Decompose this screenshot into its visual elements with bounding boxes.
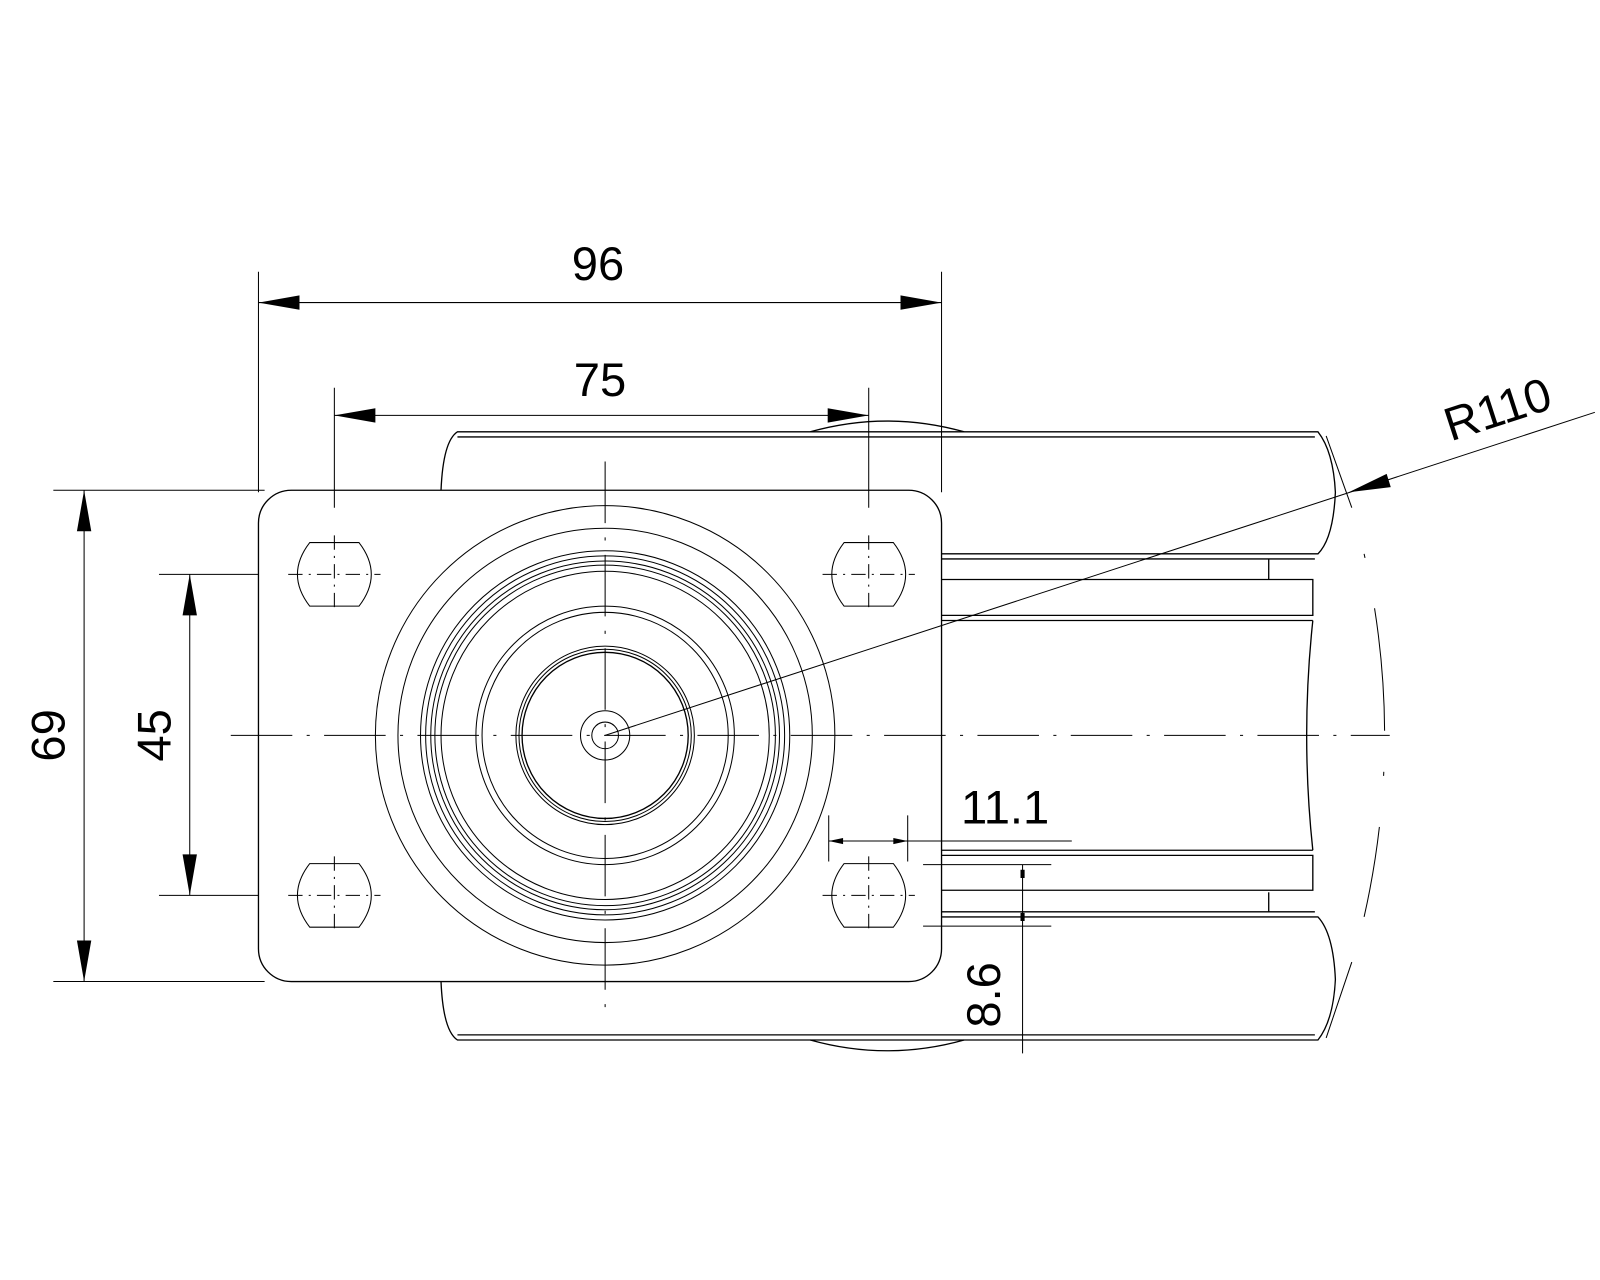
dimension-45: 45 — [127, 573, 259, 896]
dimension-11-1: 11.1 — [828, 781, 1072, 862]
dimension-label-8-6: 8.6 — [957, 962, 1010, 1028]
dimension-label-45: 45 — [127, 709, 180, 761]
dimension-label-96: 96 — [572, 237, 624, 290]
dimension-75: 75 — [333, 353, 870, 508]
dimension-96: 96 — [257, 237, 943, 493]
dimension-label-75: 75 — [574, 353, 626, 406]
dimension-r110: R110 — [604, 367, 1596, 736]
dimension-label-69: 69 — [22, 709, 75, 761]
dimension-69: 69 — [22, 489, 265, 983]
bolt-holes — [288, 535, 915, 935]
dimension-label-r110: R110 — [1437, 367, 1557, 451]
wheel-side-view — [440, 420, 1386, 1052]
bolt-hole — [822, 535, 915, 614]
bolt-hole — [288, 535, 381, 614]
dimension-label-11-1: 11.1 — [961, 781, 1049, 834]
bolt-hole — [288, 856, 381, 935]
dimension-8-6: 8.6 — [923, 864, 1052, 1054]
bolt-hole — [822, 856, 915, 935]
